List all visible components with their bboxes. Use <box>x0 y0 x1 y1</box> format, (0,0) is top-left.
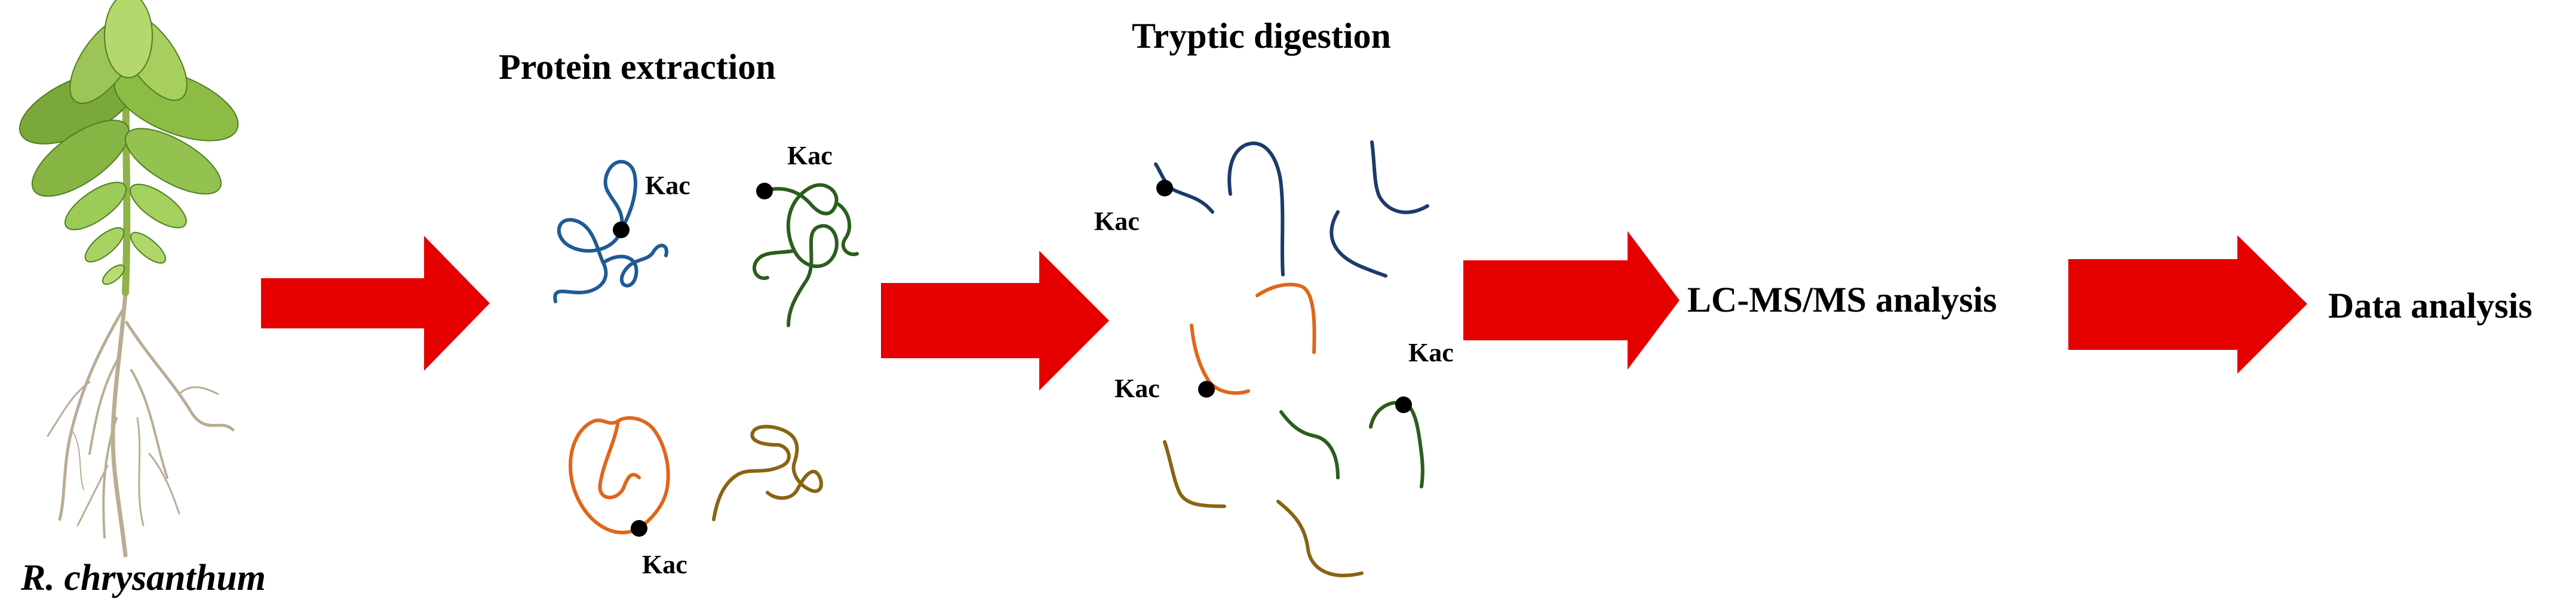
process-arrows <box>261 231 2307 390</box>
peptide-strand <box>1255 282 1316 354</box>
protein-strand-olive <box>712 425 823 521</box>
step-label-tryptic-digestion: Tryptic digestion <box>1132 16 1391 56</box>
kac-label-peptide-orange: Kac <box>1114 374 1160 403</box>
protein-strand-blue <box>553 159 668 303</box>
peptide-strand <box>1330 210 1387 278</box>
plant-illustration <box>19 0 239 558</box>
peptide-strand <box>1190 324 1250 395</box>
protein-strand-orange <box>569 416 670 534</box>
kac-label-orange: Kac <box>642 550 687 579</box>
step-label-lc-ms-analysis: LC-MS/MS analysis <box>1687 280 1997 319</box>
peptide-strand <box>1163 440 1226 508</box>
arrow-1 <box>261 236 490 371</box>
kac-label-peptide-navy: Kac <box>1094 207 1140 236</box>
peptide-strand <box>1276 500 1364 577</box>
digested-peptides: Kac Kac Kac <box>1094 140 1454 577</box>
plant-leaves <box>19 0 239 285</box>
kac-site-blue <box>613 222 630 238</box>
peptide-strand <box>1369 401 1424 488</box>
kac-site-peptide-green <box>1395 396 1412 413</box>
step-label-protein-extraction: Protein extraction <box>499 47 776 87</box>
arrow-4 <box>2068 235 2307 374</box>
kac-site-green <box>756 183 773 199</box>
arrow-3 <box>1463 231 1680 370</box>
plant-roots <box>47 290 235 558</box>
peptide-strand <box>1154 162 1214 214</box>
organism-label: R. chrysanthum <box>20 558 266 598</box>
kac-label-blue: Kac <box>645 171 690 200</box>
step-label-data-analysis: Data analysis <box>2328 286 2532 325</box>
kac-label-green: Kac <box>787 141 833 170</box>
peptide-strand <box>1370 140 1429 214</box>
kac-site-peptide-navy <box>1156 180 1173 196</box>
kac-site-orange <box>631 520 647 537</box>
kac-site-peptide-orange <box>1198 381 1215 398</box>
peptide-strand <box>1279 410 1340 479</box>
peptide-strand <box>1227 141 1285 276</box>
arrow-2 <box>881 251 1109 390</box>
intact-proteins: Kac Kac Kac <box>553 141 859 579</box>
protein-strand-green <box>753 183 859 327</box>
kac-label-peptide-green: Kac <box>1408 338 1454 367</box>
